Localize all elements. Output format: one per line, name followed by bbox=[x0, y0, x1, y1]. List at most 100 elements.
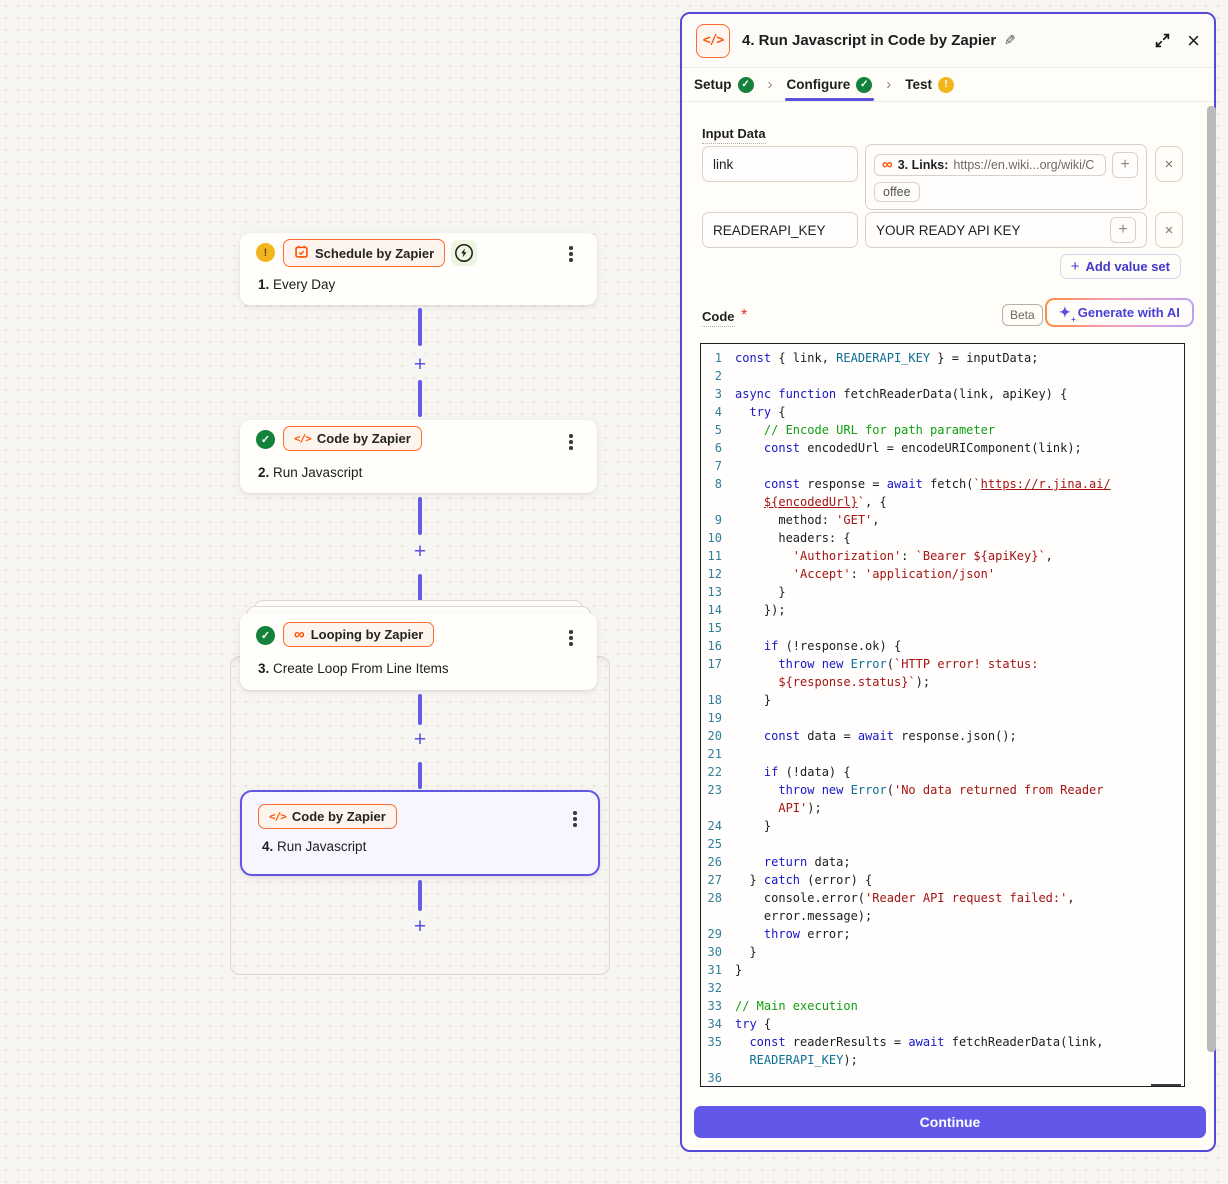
horizontal-scrollbar[interactable] bbox=[1151, 1084, 1181, 1086]
workflow-canvas[interactable]: + + + + ! Schedule by Zapier 1. Every Da… bbox=[0, 0, 680, 1184]
remove-row-button[interactable]: × bbox=[1155, 146, 1183, 182]
connector-line bbox=[418, 574, 422, 611]
tab-setup[interactable]: Setup ✓ bbox=[694, 68, 754, 101]
node-menu-button[interactable] bbox=[566, 243, 576, 265]
code-line: 13} bbox=[707, 585, 786, 599]
input-value-text: YOUR READY API KEY bbox=[876, 222, 1021, 238]
required-asterisk: * bbox=[741, 307, 748, 324]
insert-data-button[interactable]: + bbox=[1110, 217, 1136, 243]
code-line: 12'Accept': 'application/json' bbox=[707, 567, 996, 581]
add-step-button[interactable]: + bbox=[409, 915, 431, 937]
code-line: 32 bbox=[707, 981, 722, 995]
node-menu-button[interactable] bbox=[570, 808, 580, 830]
success-check-icon: ✓ bbox=[256, 430, 275, 449]
connector-line bbox=[418, 880, 422, 911]
warning-icon: ! bbox=[938, 76, 955, 93]
app-pill-label: Code by Zapier bbox=[291, 809, 386, 824]
input-key-field[interactable] bbox=[702, 212, 858, 248]
mapped-value-chip[interactable]: ∞ 3. Links: https://en.wiki...org/wiki/C bbox=[874, 154, 1106, 176]
add-step-button[interactable]: + bbox=[409, 353, 431, 375]
step-node-1-schedule[interactable]: ! Schedule by Zapier 1. Every Day bbox=[240, 233, 597, 305]
node-menu-button[interactable] bbox=[566, 627, 576, 649]
mapped-value-chip-overflow: offee bbox=[874, 182, 920, 202]
code-line: 24} bbox=[707, 819, 772, 833]
step-node-3-looping[interactable]: ✓ ∞ Looping by Zapier 3. Create Loop Fro… bbox=[240, 613, 597, 690]
code-label: Code bbox=[702, 309, 735, 327]
connector-line bbox=[418, 308, 422, 346]
code-line: 5// Encode URL for path parameter bbox=[714, 423, 996, 437]
app-pill-code[interactable]: </> Code by Zapier bbox=[258, 804, 397, 829]
step-title: 1. Every Day bbox=[258, 277, 336, 292]
input-value-field[interactable]: ∞ 3. Links: https://en.wiki...org/wiki/C… bbox=[865, 144, 1147, 210]
close-icon[interactable]: × bbox=[1187, 27, 1200, 53]
code-line: 11'Authorization': `Bearer ${apiKey}`, bbox=[707, 549, 1053, 563]
step-config-panel: </> 4. Run Javascript in Code by Zapier … bbox=[680, 12, 1216, 1152]
step-node-2-code[interactable]: ✓ </> Code by Zapier 2. Run Javascript bbox=[240, 420, 597, 493]
input-key-field[interactable] bbox=[702, 146, 858, 182]
code-line: 30} bbox=[707, 945, 757, 959]
add-step-button[interactable]: + bbox=[409, 728, 431, 750]
step-node-4-code-selected[interactable]: </> Code by Zapier 4. Run Javascript bbox=[240, 790, 600, 876]
check-icon: ✓ bbox=[856, 76, 873, 93]
add-value-set-button[interactable]: + Add value set bbox=[1059, 254, 1181, 279]
app-pill-label: Schedule by Zapier bbox=[315, 245, 435, 261]
code-line: 36 bbox=[707, 1071, 722, 1085]
panel-scrollbar[interactable] bbox=[1207, 106, 1216, 1052]
generate-with-ai-button[interactable]: ✦+ Generate with AI bbox=[1045, 298, 1194, 327]
code-icon: </> bbox=[269, 810, 287, 823]
code-line: 19 bbox=[707, 711, 722, 725]
success-check-icon: ✓ bbox=[256, 626, 275, 645]
app-pill-label: Code by Zapier bbox=[316, 431, 411, 446]
expand-icon[interactable] bbox=[1154, 32, 1171, 49]
sparkle-icon: ✦+ bbox=[1059, 304, 1076, 324]
input-value-field[interactable]: YOUR READY API KEY + bbox=[865, 212, 1147, 248]
edit-title-icon[interactable]: ✎ bbox=[1004, 32, 1016, 48]
panel-title: 4. Run Javascript in Code by Zapier bbox=[742, 32, 997, 49]
infinity-loop-icon: ∞ bbox=[294, 625, 305, 643]
panel-tabs: Setup ✓ › Configure ✓ › Test ! bbox=[682, 68, 1214, 102]
code-line: 25 bbox=[707, 837, 722, 851]
input-data-label: Input Data bbox=[702, 126, 766, 144]
insert-data-button[interactable]: + bbox=[1112, 152, 1138, 178]
code-app-icon: </> bbox=[696, 23, 730, 58]
check-icon: ✓ bbox=[737, 76, 754, 93]
remove-row-button[interactable]: × bbox=[1155, 212, 1183, 248]
node-menu-button[interactable] bbox=[566, 431, 576, 453]
code-line: 2 bbox=[714, 369, 722, 383]
code-line: 15 bbox=[707, 621, 722, 635]
step-title: 4. Run Javascript bbox=[262, 839, 367, 854]
code-line: 18} bbox=[707, 693, 772, 707]
code-line: 21 bbox=[707, 747, 722, 761]
app-pill-code[interactable]: </> Code by Zapier bbox=[283, 426, 422, 451]
app-pill-schedule[interactable]: Schedule by Zapier bbox=[283, 239, 446, 267]
code-line: 14}); bbox=[707, 603, 786, 617]
chevron-right-icon: › bbox=[886, 76, 892, 93]
tab-test[interactable]: Test ! bbox=[905, 68, 955, 101]
connector-line bbox=[418, 762, 422, 789]
app-pill-label: Looping by Zapier bbox=[310, 627, 424, 642]
add-step-button[interactable]: + bbox=[409, 540, 431, 562]
plus-icon: + bbox=[1070, 258, 1080, 275]
app-pill-looping[interactable]: ∞ Looping by Zapier bbox=[283, 622, 435, 647]
tab-configure[interactable]: Configure ✓ bbox=[784, 68, 875, 101]
beta-badge: Beta bbox=[1002, 304, 1043, 326]
code-line: 27} catch (error) { bbox=[707, 873, 873, 887]
infinity-loop-icon: ∞ bbox=[882, 156, 893, 173]
continue-button[interactable]: Continue bbox=[694, 1106, 1206, 1138]
